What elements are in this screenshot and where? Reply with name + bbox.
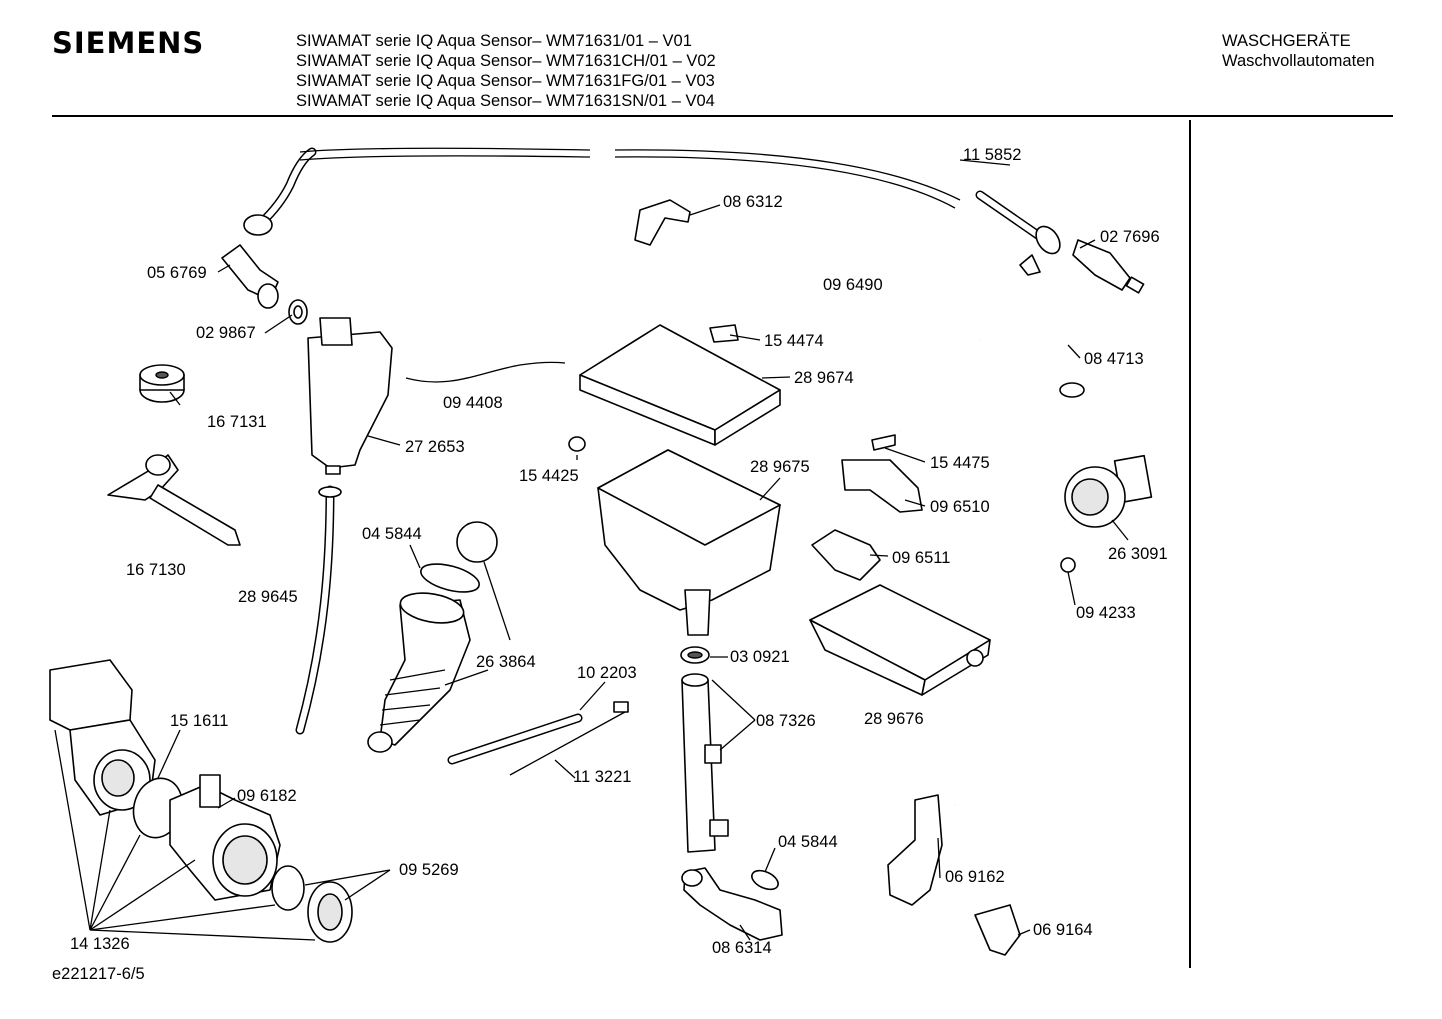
model-list: SIWAMAT serie IQ Aqua Sensor– WM71631/01… xyxy=(296,31,716,111)
part-label: 10 2203 xyxy=(577,664,637,682)
part-label: 09 4233 xyxy=(1076,604,1136,622)
part-label: 14 1326 xyxy=(70,935,130,953)
part-label: 08 6312 xyxy=(723,193,783,211)
part-label: 15 4425 xyxy=(519,467,579,485)
part-label: 28 9645 xyxy=(238,588,298,606)
leader-lines xyxy=(54,159,1129,941)
part-drawings xyxy=(49,147,1153,956)
part-label: 28 9674 xyxy=(794,369,854,387)
model-line: SIWAMAT serie IQ Aqua Sensor– WM71631FG/… xyxy=(296,72,715,90)
part-label: 09 6510 xyxy=(930,498,990,516)
part-labels: 11 5852 08 6312 02 7696 05 6769 09 6490 … xyxy=(70,146,1168,957)
part-label: 02 9867 xyxy=(196,324,256,342)
subcategory-title: Waschvollautomaten xyxy=(1222,52,1375,70)
model-line: SIWAMAT serie IQ Aqua Sensor– WM71631/01… xyxy=(296,32,692,50)
part-label: 27 2653 xyxy=(405,438,465,456)
part-label: 06 9162 xyxy=(945,868,1005,886)
side-divider xyxy=(1189,120,1191,968)
part-label: 09 6511 xyxy=(892,549,950,567)
brand-logo: SIEMENS xyxy=(52,26,205,60)
part-label: 09 6490 xyxy=(823,276,883,294)
category-title: WASCHGERÄTE xyxy=(1222,32,1351,50)
part-label: 04 5844 xyxy=(362,525,422,543)
model-line: SIWAMAT serie IQ Aqua Sensor– WM71631SN/… xyxy=(296,92,715,110)
part-label: 28 9675 xyxy=(750,458,810,476)
part-label: 02 7696 xyxy=(1100,228,1160,246)
part-label: 04 5844 xyxy=(778,833,838,851)
part-label: 03 0921 xyxy=(730,648,790,666)
part-label: 11 5852 xyxy=(963,146,1021,164)
part-label: 26 3091 xyxy=(1108,545,1168,563)
category-block: WASCHGERÄTE Waschvollautomaten xyxy=(1222,31,1375,71)
part-label: 08 7326 xyxy=(756,712,816,730)
part-label: 26 3864 xyxy=(476,653,536,671)
part-label: 15 4475 xyxy=(930,454,990,472)
part-label: 15 1611 xyxy=(170,712,228,730)
part-label: 09 6182 xyxy=(237,787,297,805)
model-line: SIWAMAT serie IQ Aqua Sensor– WM71631CH/… xyxy=(296,52,716,70)
part-label: 09 4408 xyxy=(443,394,503,412)
part-label: 05 6769 xyxy=(147,264,207,282)
part-label: 16 7130 xyxy=(126,561,186,579)
part-label: 16 7131 xyxy=(207,413,267,431)
part-label: 15 4474 xyxy=(764,332,824,350)
part-label: 11 3221 xyxy=(573,768,631,786)
header-divider xyxy=(52,115,1393,117)
part-label: 28 9676 xyxy=(864,710,924,728)
part-label: 08 6314 xyxy=(712,939,772,957)
part-label: 08 4713 xyxy=(1084,350,1144,368)
part-label: 09 5269 xyxy=(399,861,459,879)
part-label: 06 9164 xyxy=(1033,921,1093,939)
drawing-code: e221217-6/5 xyxy=(52,965,145,983)
